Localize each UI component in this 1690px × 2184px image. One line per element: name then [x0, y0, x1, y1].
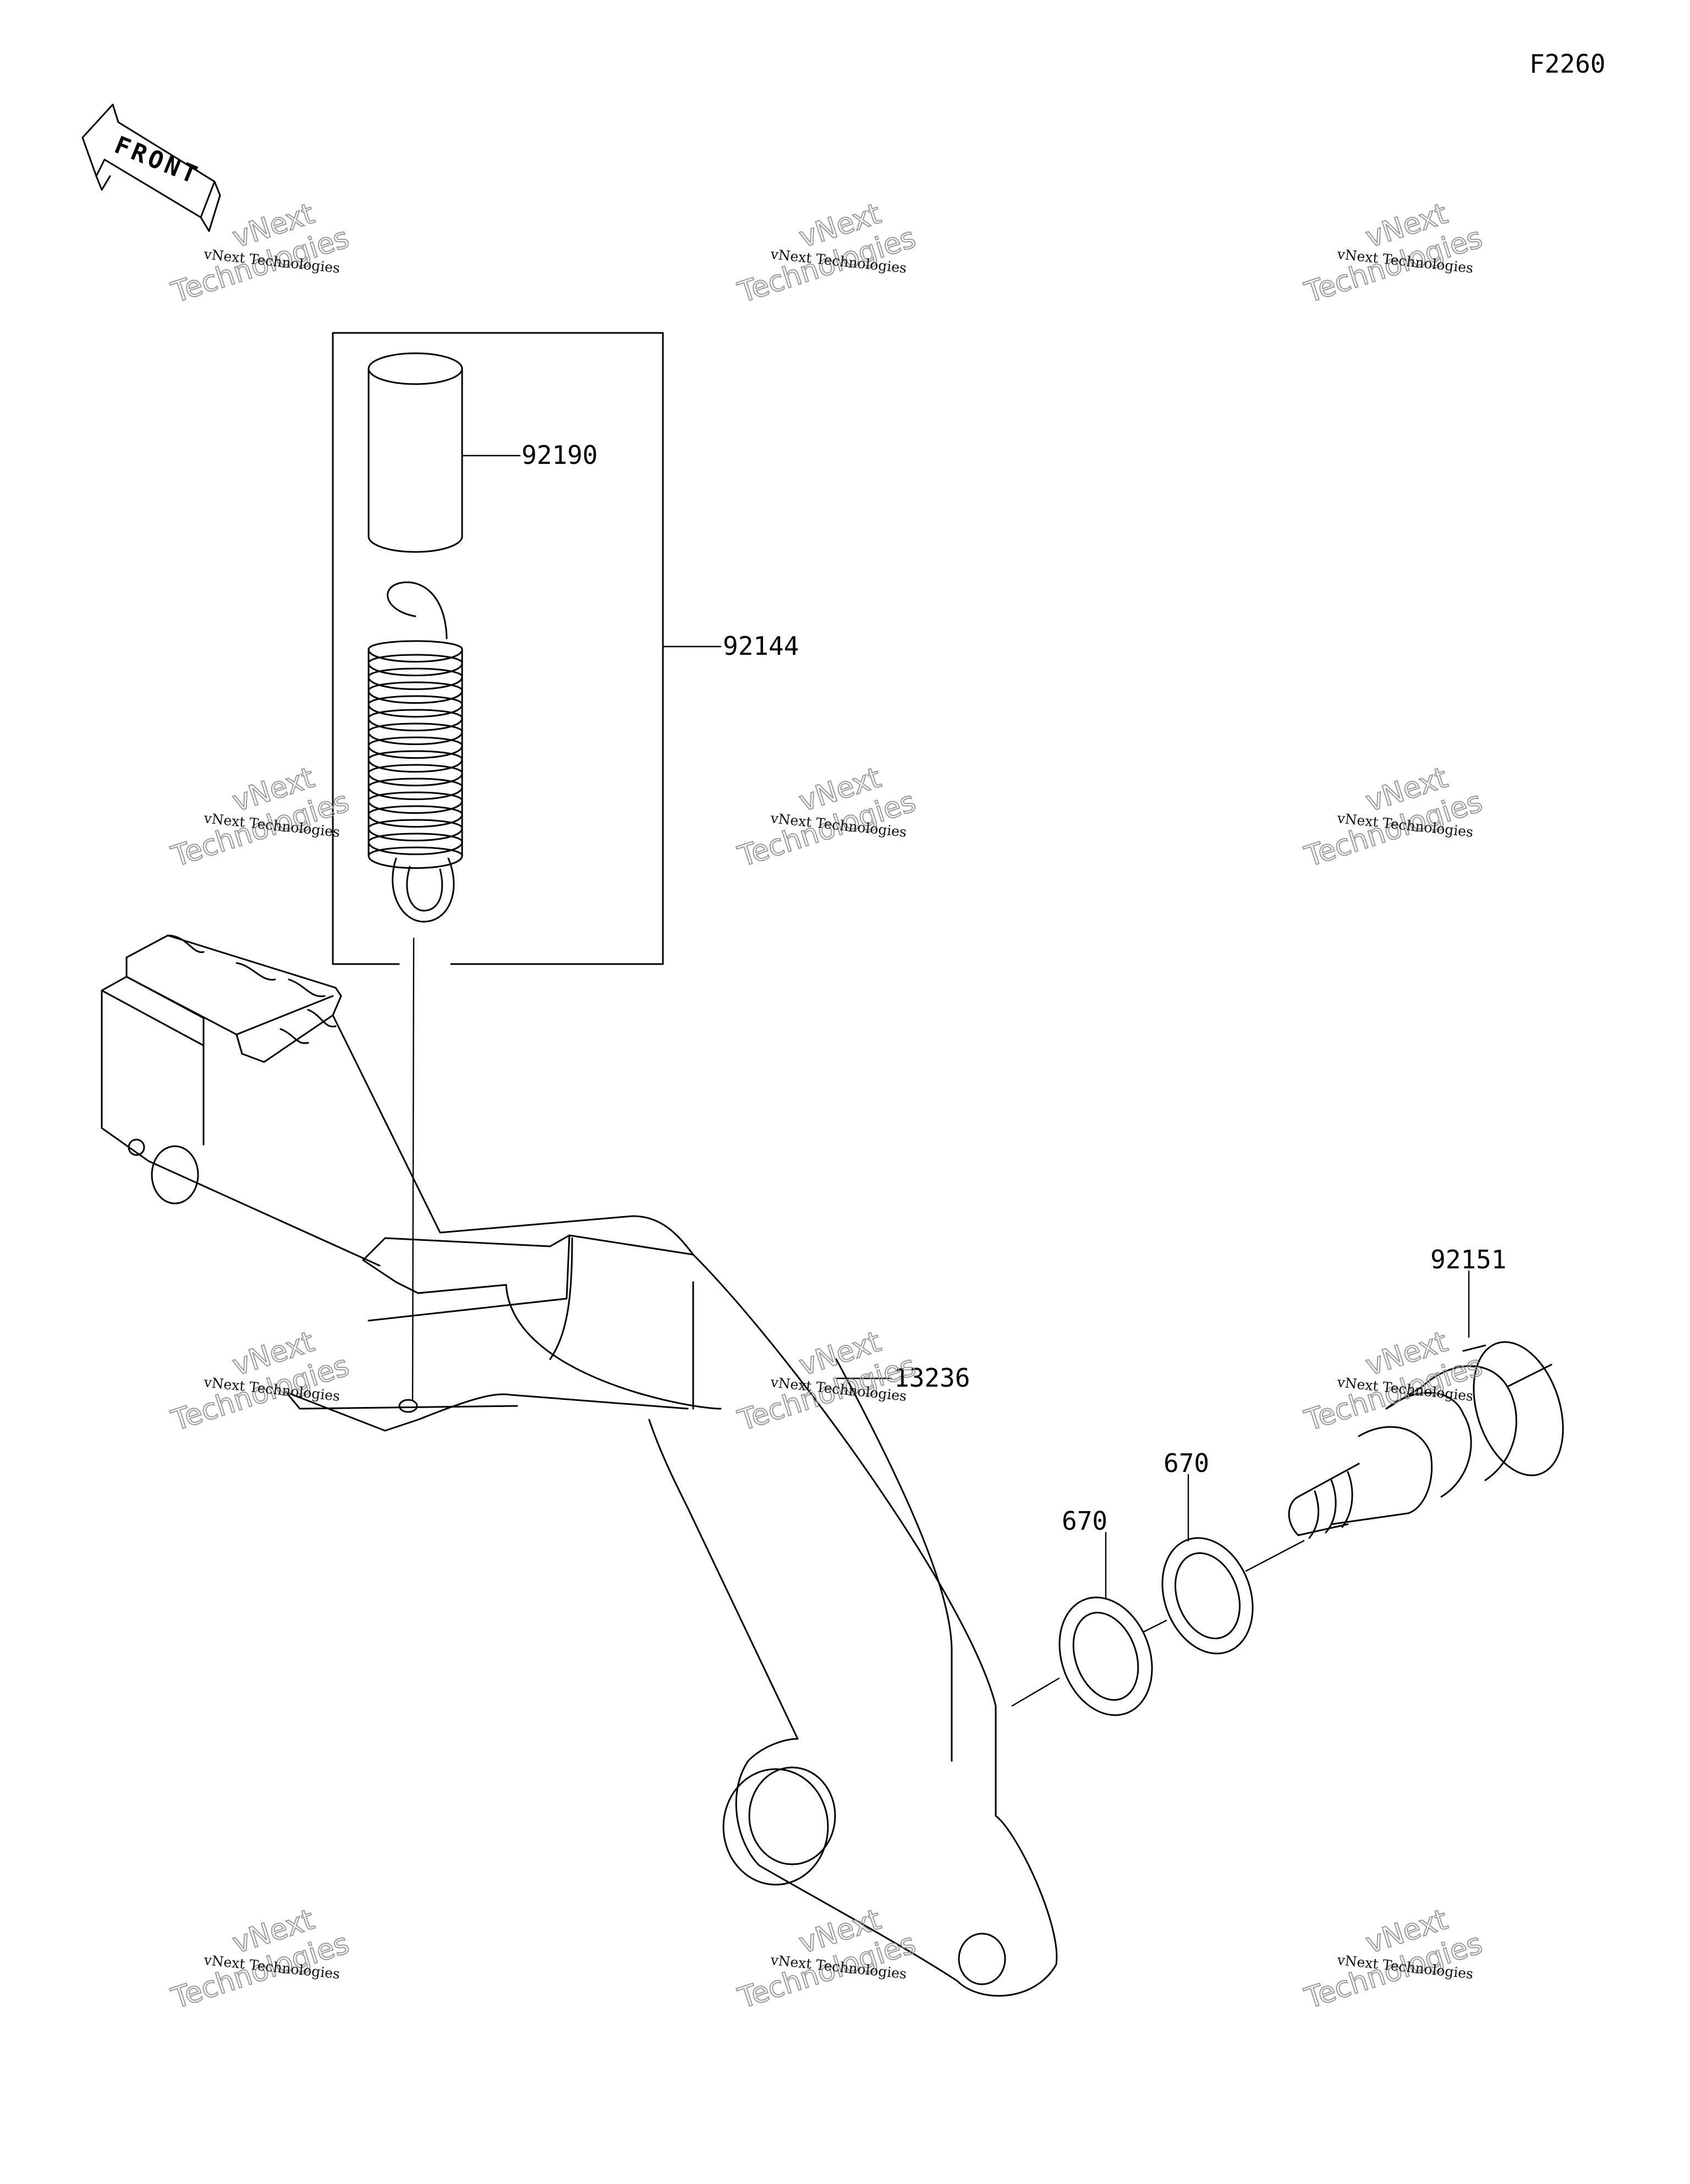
spring-coil	[367, 640, 463, 663]
part-number-670-lower: 670	[1062, 1506, 1107, 1536]
part-number-670-upper: 670	[1164, 1448, 1209, 1478]
part-number-13236: 13236	[894, 1363, 970, 1393]
bolt-part: 92151	[1288, 1245, 1564, 1539]
figure-code: F2260	[1529, 49, 1605, 79]
sleeve-part: 92190	[367, 352, 597, 553]
front-arrow-icon: FRONT	[81, 103, 221, 232]
spring-part: 92144	[367, 581, 799, 923]
brake-pedal-part: 13236	[101, 934, 1058, 1997]
part-number-92144: 92144	[723, 631, 799, 661]
front-arrow-label: FRONT	[111, 131, 204, 190]
washer-lower-part: 670	[1058, 1506, 1153, 1716]
washer-upper-part: 670	[1161, 1448, 1254, 1655]
spring-kit-box	[332, 332, 664, 965]
part-number-92190: 92190	[522, 440, 597, 470]
part-number-92151: 92151	[1430, 1245, 1506, 1274]
